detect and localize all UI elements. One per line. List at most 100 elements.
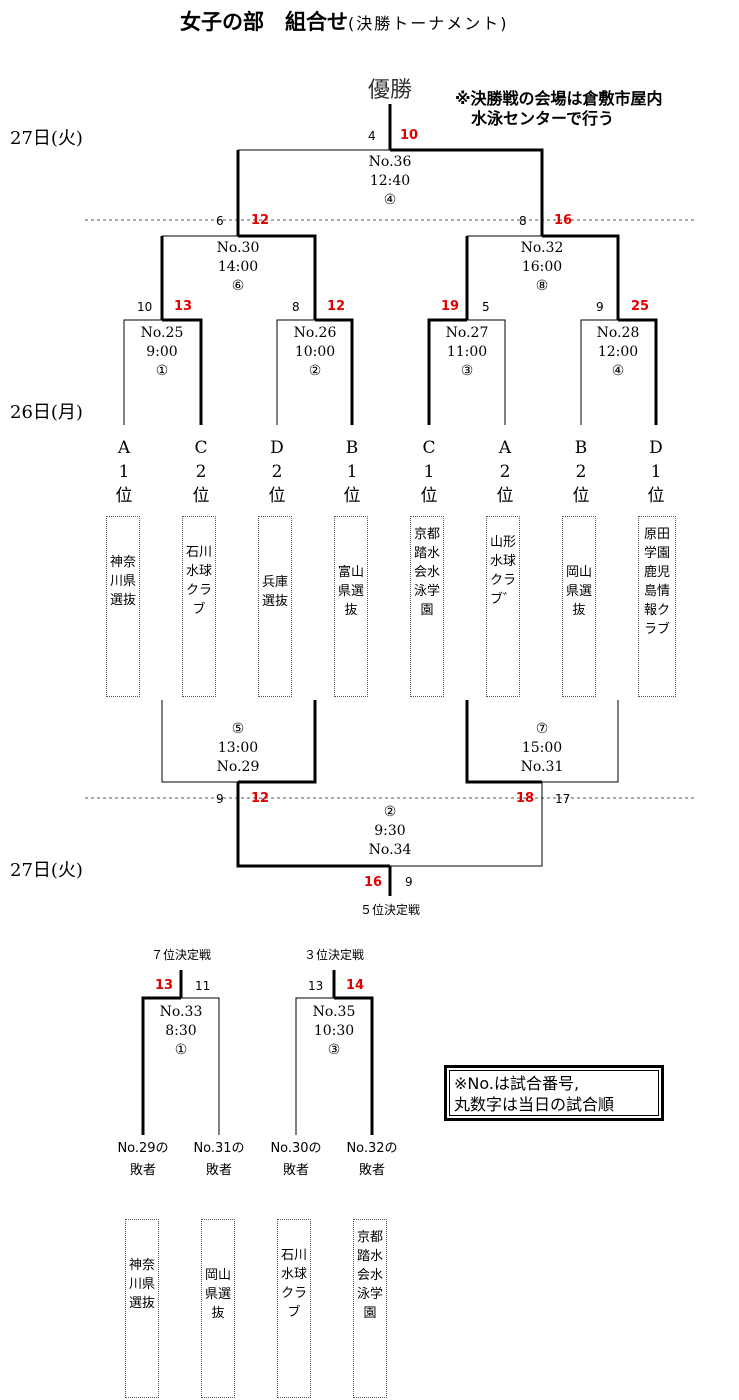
m29-label: ⑤ 13:00 No.29 <box>216 721 260 775</box>
seed-group: B <box>345 438 359 458</box>
m30-right-score: 12 <box>251 213 270 228</box>
m30-right-branch <box>238 234 317 320</box>
day-label-27-top: 27日(火) <box>10 128 83 149</box>
team-box-7: 岡山県選抜 <box>562 516 596 697</box>
title-main: 女子の部 組合せ <box>180 10 348 34</box>
team-box-6: 山形水球クラブ゛ <box>486 516 520 697</box>
m25-left-line <box>123 319 162 425</box>
team-box-4: 富山県選抜 <box>334 516 368 697</box>
m33-caption: ７位決定戦 <box>150 948 212 962</box>
m34-right-score: 12 <box>251 791 270 806</box>
m35-right-score: 14 <box>346 978 365 993</box>
m28-right-score: 25 <box>631 299 650 314</box>
m34-bottom-right-score: 9 <box>405 875 413 889</box>
team-box-3: 兵庫選抜 <box>258 516 292 697</box>
loser-team-box-2: 岡山県選抜 <box>201 1219 235 1398</box>
m32-left-score: 8 <box>519 214 527 228</box>
loser-label-4: No.32の敗者 <box>346 1141 398 1178</box>
m27-left-score: 19 <box>441 299 460 314</box>
seed-rank: 2 <box>575 462 587 482</box>
m34-label: ② 9:30 No.34 <box>368 804 412 858</box>
page-title: 女子の部 組合せ(決勝トーナメント) <box>180 12 509 33</box>
m36-label: No.36 12:40 ④ <box>368 154 412 208</box>
m33-left-line <box>141 996 181 1135</box>
m27-right-line <box>467 319 506 425</box>
m35-caption: ３位決定戦 <box>303 948 365 962</box>
m25-left-score: 10 <box>137 300 153 314</box>
team-box-2: 石川水球クラブ <box>182 516 216 697</box>
seed-group: D <box>649 438 663 458</box>
m27-right-score: 5 <box>482 300 490 314</box>
seed-suffix: 位 <box>572 486 590 506</box>
team-box-5: 京都踏水会水泳学園 <box>410 516 444 697</box>
m28-right-line <box>618 318 658 425</box>
seed-group: B <box>574 438 588 458</box>
legend-box: ※No.は試合番号, 丸数字は当日の試合順 <box>444 1065 664 1121</box>
seed-7: B 2 位 <box>569 436 593 508</box>
seed-suffix: 位 <box>420 486 438 506</box>
seed-suffix: 位 <box>115 486 133 506</box>
m30-left-score: 6 <box>216 214 224 228</box>
seed-5: C 1 位 <box>417 436 441 508</box>
m35-label: No.35 10:30 ③ <box>312 1004 356 1058</box>
m26-label: No.26 10:00 ② <box>293 325 337 379</box>
m36-left-score: 4 <box>368 129 376 143</box>
m32-right-score: 16 <box>554 213 573 228</box>
seed-suffix: 位 <box>343 486 361 506</box>
m26-right-line <box>315 318 354 425</box>
m29-left-line <box>161 700 238 783</box>
m33-right-line <box>181 997 220 1135</box>
champion-label: 優勝 <box>367 78 413 103</box>
m34-caption: ５位決定戦 <box>359 903 421 917</box>
m30-label: No.30 14:00 ⑥ <box>216 240 260 294</box>
m33-label: No.33 8:30 ① <box>159 1004 203 1058</box>
m25-label: No.25 9:00 ① <box>140 325 184 379</box>
loser-label-2: No.31の敗者 <box>193 1141 245 1178</box>
seed-rank: 1 <box>346 462 358 482</box>
m36-right-branch <box>390 148 544 236</box>
seed-rank: 2 <box>195 462 207 482</box>
m25-right-line <box>162 318 203 425</box>
m28-label: No.28 12:00 ④ <box>596 325 640 379</box>
m28-left-score: 9 <box>596 300 604 314</box>
seed-suffix: 位 <box>268 486 286 506</box>
seed-suffix: 位 <box>647 486 665 506</box>
team-box-1: 神奈川県選抜 <box>106 516 140 697</box>
m29-right-line <box>238 700 317 784</box>
m35-right-line <box>334 996 374 1135</box>
m26-left-score: 8 <box>292 300 300 314</box>
m32-right-branch <box>542 234 620 320</box>
m35-left-line <box>295 997 334 1135</box>
m26-right-score: 12 <box>327 299 346 314</box>
m34-left-score: 9 <box>216 792 224 806</box>
m34-far-right-score: 17 <box>555 792 571 806</box>
m31-left-line <box>465 700 542 784</box>
m34-right2-score: 18 <box>516 791 535 806</box>
m31-label: ⑦ 15:00 No.31 <box>520 721 564 775</box>
loser-label-1: No.29の敗者 <box>117 1141 169 1178</box>
loser-label-3: No.30の敗者 <box>270 1141 322 1178</box>
seed-4: B 1 位 <box>340 436 364 508</box>
final-venue-note: ※決勝戦の会場は倉敷市屋内 水泳センターで行う <box>455 89 663 128</box>
seed-rank: 2 <box>499 462 511 482</box>
day-label-26: 26日(月) <box>10 402 83 423</box>
title-subtitle: (決勝トーナメント) <box>348 14 509 33</box>
seed-rank: 2 <box>271 462 283 482</box>
m26-left-line <box>276 319 315 425</box>
seed-rank: 1 <box>423 462 435 482</box>
m28-left-line <box>580 319 618 425</box>
m27-left-line <box>427 318 467 425</box>
seed-suffix: 位 <box>192 486 210 506</box>
seed-rank: 1 <box>118 462 130 482</box>
m33-left-score: 13 <box>155 978 174 993</box>
loser-team-box-4: 京都踏水会水泳学園 <box>353 1219 387 1398</box>
m32-label: No.32 16:00 ⑧ <box>520 240 564 294</box>
m34-right-thin <box>390 782 543 867</box>
seed-suffix: 位 <box>496 486 514 506</box>
day-label-27-bottom: 27日(火) <box>10 860 83 881</box>
seed-group: C <box>422 438 436 458</box>
